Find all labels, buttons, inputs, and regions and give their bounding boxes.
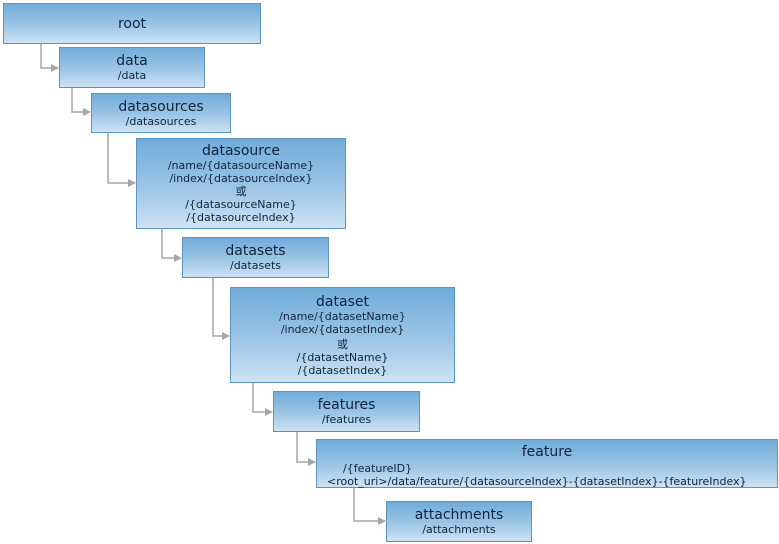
connector-datasources-datasource: [107, 133, 136, 187]
node-attachments[interactable]: attachments /attachments: [386, 501, 532, 542]
node-dataset-path-0: /name/{datasetName}: [279, 310, 406, 323]
node-root-title: root: [117, 16, 147, 32]
node-features[interactable]: features /features: [273, 391, 420, 432]
node-datasources-title: datasources: [118, 99, 204, 115]
node-datasets-path: /datasets: [229, 259, 282, 272]
node-feature-title: feature: [521, 444, 573, 460]
node-feature-path-1: <root_uri>/data/feature/{datasourceIndex…: [327, 475, 747, 488]
node-attachments-path: /attachments: [422, 523, 496, 536]
node-data[interactable]: data /data: [59, 47, 205, 88]
connector-root-data: [40, 44, 59, 72]
connector-feature-attachments: [353, 488, 386, 525]
node-attachments-title: attachments: [414, 507, 504, 523]
node-datasource[interactable]: datasource /name/{datasourceName} /index…: [136, 138, 346, 229]
node-datasource-title: datasource: [201, 143, 281, 159]
node-features-path: /features: [321, 413, 372, 426]
node-datasource-path-1: /index/{datasourceIndex}: [169, 172, 313, 185]
node-dataset-or: 或: [337, 338, 348, 351]
node-root[interactable]: root: [3, 3, 261, 44]
node-dataset-path-4: /{datasetIndex}: [297, 364, 388, 377]
node-datasources[interactable]: datasources /datasources: [91, 93, 231, 133]
node-features-title: features: [317, 397, 376, 413]
node-datasets[interactable]: datasets /datasets: [182, 237, 329, 278]
node-datasource-or: 或: [235, 185, 247, 198]
node-datasets-title: datasets: [225, 243, 286, 259]
connector-datasource-datasets: [161, 229, 182, 262]
node-datasource-path-0: /name/{datasourceName}: [167, 159, 315, 172]
node-datasources-path: /datasources: [125, 115, 197, 128]
node-datasource-path-4: /{datasourceIndex}: [186, 211, 296, 224]
connector-data-datasources: [71, 88, 91, 116]
node-dataset-title: dataset: [316, 294, 369, 310]
node-feature[interactable]: feature /{featureID} <root_uri>/data/fea…: [316, 439, 778, 488]
connector-datasets-dataset: [212, 278, 230, 340]
node-dataset-path-3: /{datasetName}: [296, 351, 389, 364]
connector-dataset-features: [252, 383, 273, 416]
node-dataset-path-1: /index/{datasetIndex}: [280, 323, 405, 336]
node-feature-path-0: /{featureID}: [343, 462, 413, 475]
node-datasource-path-3: /{datasourceName}: [185, 198, 297, 211]
node-data-title: data: [116, 53, 148, 69]
node-dataset[interactable]: dataset /name/{datasetName} /index/{data…: [230, 287, 455, 383]
node-data-path: /data: [117, 69, 147, 82]
connector-features-feature: [296, 432, 316, 466]
